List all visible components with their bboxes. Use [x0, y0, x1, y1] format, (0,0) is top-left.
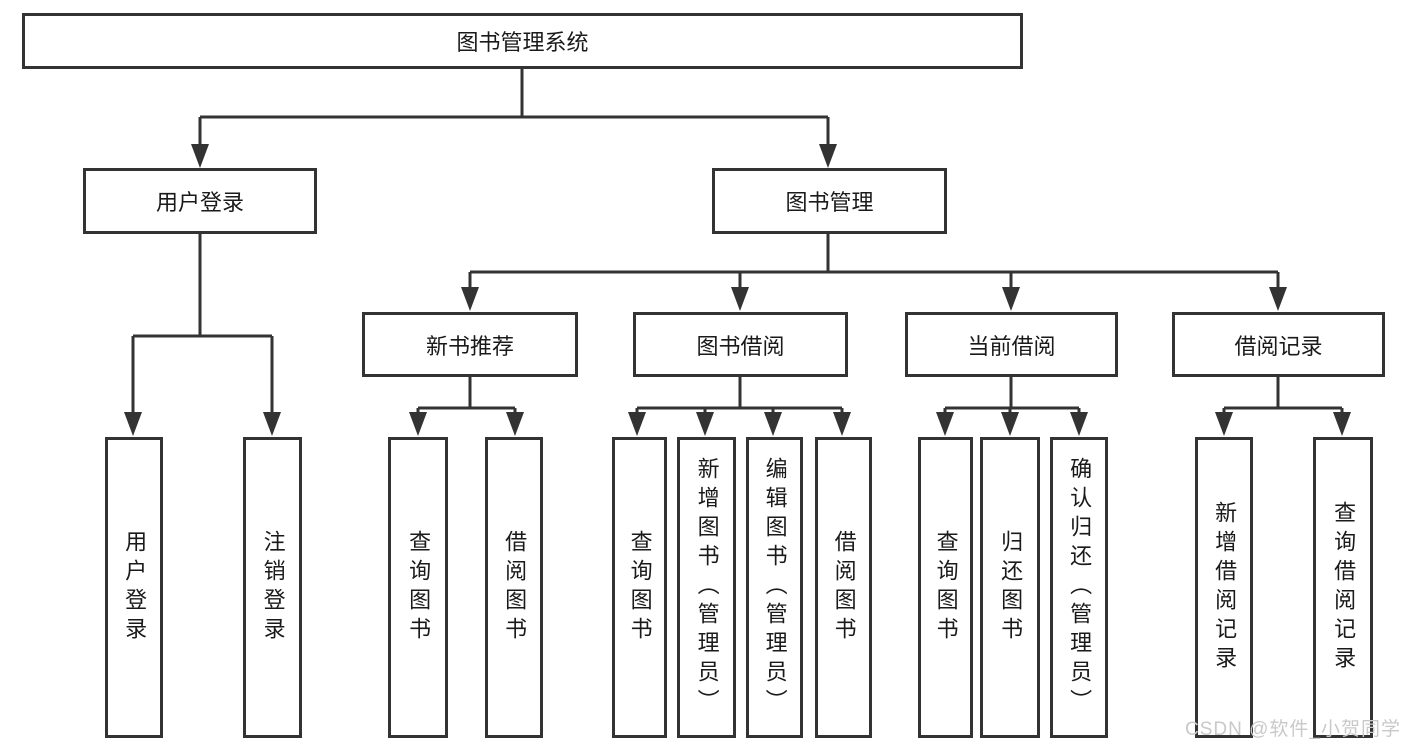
arrowhead-icons — [124, 144, 1351, 436]
node-root: 图书管理系统 — [22, 13, 1023, 69]
connector-lines — [131, 69, 1344, 414]
node-book-borrowing: 图书借阅 — [633, 312, 848, 377]
leaf-logout: 注销登录 — [243, 437, 302, 738]
node-book-management: 图书管理 — [712, 168, 947, 234]
leaf-query-books-current: 查询图书 — [918, 437, 973, 738]
leaf-return-book: 归还图书 — [980, 437, 1040, 738]
leaf-query-books-borrowing: 查询图书 — [612, 437, 667, 738]
leaf-user-login: 用户登录 — [105, 437, 163, 738]
node-current-borrowing: 当前借阅 — [905, 312, 1118, 377]
leaf-borrow-books-borrowing: 借阅图书 — [815, 437, 872, 738]
node-borrow-records: 借阅记录 — [1172, 312, 1385, 377]
leaf-add-borrow-record: 新增借阅记录 — [1195, 437, 1253, 738]
leaf-confirm-return-admin: 确认归还（管理员） — [1050, 437, 1108, 738]
csdn-watermark: CSDN @软件_小贺同学 — [1185, 719, 1401, 740]
leaf-borrow-books-recommend: 借阅图书 — [485, 437, 543, 738]
leaf-add-book-admin: 新增图书（管理员） — [677, 437, 736, 738]
node-user-login: 用户登录 — [83, 168, 317, 234]
node-new-book-recommend: 新书推荐 — [362, 312, 578, 377]
leaf-query-books-recommend: 查询图书 — [388, 437, 448, 738]
leaf-query-borrow-record: 查询借阅记录 — [1313, 437, 1373, 738]
leaf-edit-book-admin: 编辑图书（管理员） — [746, 437, 803, 738]
